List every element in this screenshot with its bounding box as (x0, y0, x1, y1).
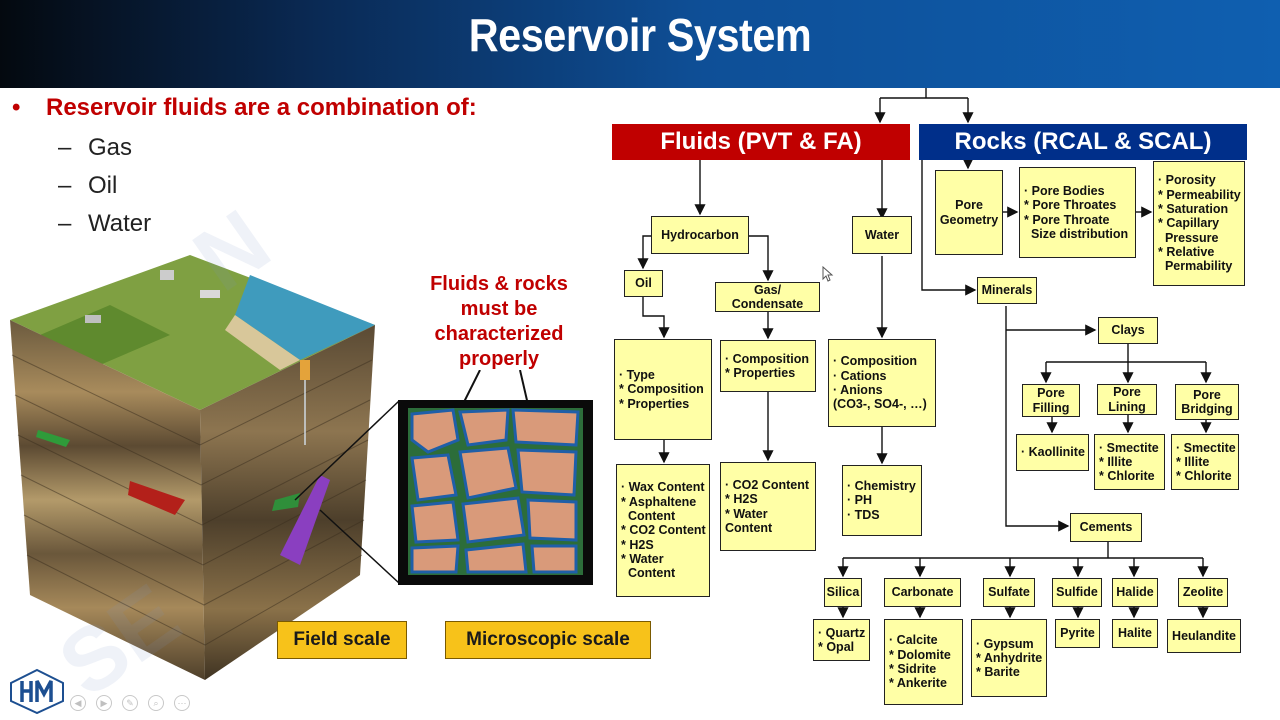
hydrocarbon-box: Hydrocarbon (651, 216, 749, 254)
zoom-icon[interactable]: ⌕ (148, 695, 164, 711)
more-options-icon[interactable]: ⋯ (174, 695, 190, 711)
presentation-toolbar: ◀ ▶ ✎ ⌕ ⋯ (70, 695, 190, 711)
kaolinite-box: · Kaollinite (1016, 434, 1089, 471)
oil-box: Oil (624, 270, 663, 297)
sulfate-minerals-box: · Gypsum * Anhydrite * Barite (971, 619, 1047, 697)
annotation-text: Fluids & rocks must be characterized pro… (430, 273, 568, 370)
rocks-header: Rocks (RCAL & SCAL) (919, 124, 1247, 160)
clays-box: Clays (1098, 317, 1158, 344)
dash-glyph: – (58, 210, 72, 237)
sub-item-oil: –Oil (58, 172, 117, 200)
sub-item-label: Oil (88, 172, 118, 199)
company-logo-icon (10, 668, 64, 714)
cements-box: Cements (1070, 513, 1142, 542)
next-slide-icon[interactable]: ▶ (96, 695, 112, 711)
sub-item-water: –Water (58, 210, 151, 238)
gas-condensate-box: Gas/ Condensate (715, 282, 820, 312)
sub-item-gas: –Gas (58, 134, 132, 162)
pore-filling-box: Pore Filling (1022, 384, 1080, 417)
main-bullet-text: Reservoir fluids are a combination of: (46, 94, 477, 121)
pore-bridging-minerals-box: · Smectite * Illite * Chlorite (1171, 434, 1239, 490)
fluids-header: Fluids (PVT & FA) (612, 124, 910, 160)
pen-icon[interactable]: ✎ (122, 695, 138, 711)
rock-properties-box: · Porosity * Permeability * Saturation *… (1153, 161, 1245, 286)
pyrite-box: Pyrite (1055, 619, 1100, 648)
pore-geometry-box: Pore Geometry (935, 170, 1003, 255)
field-scale-label: Field scale (277, 621, 407, 659)
title-bar: Reservoir System (0, 0, 1280, 88)
halide-box: Halide (1112, 578, 1158, 607)
main-bullet: • Reservoir fluids are a combination of: (12, 94, 477, 122)
pore-bodies-box: · Pore Bodies * Pore Throates * Pore Thr… (1019, 167, 1136, 258)
reservoir-cube-illustration (10, 255, 375, 680)
slide-title: Reservoir System (468, 9, 812, 61)
oil-properties-box: · Type * Composition * Properties (614, 339, 712, 440)
carbonate-minerals-box: · Calcite * Dolomite * Sidrite * Ankerit… (884, 619, 963, 705)
gas-content-box: · CO2 Content * H2S * Water Content (720, 462, 816, 551)
minerals-box: Minerals (977, 277, 1037, 304)
pore-lining-box: Pore Lining (1097, 384, 1157, 415)
water-box: Water (852, 216, 912, 254)
silica-minerals-box: · Quartz * Opal (813, 619, 870, 661)
pore-lining-minerals-box: · Smectite * Illite * Chlorite (1094, 434, 1165, 490)
bullet-symbol: • (12, 94, 21, 121)
sulfide-box: Sulfide (1052, 578, 1102, 607)
previous-slide-icon[interactable]: ◀ (70, 695, 86, 711)
water-composition-box: · Composition · Cations · Anions (CO3-, … (828, 339, 936, 427)
cursor-icon (822, 266, 834, 282)
sulfate-box: Sulfate (983, 578, 1035, 607)
pore-bridging-box: Pore Bridging (1175, 384, 1239, 420)
sub-item-label: Gas (88, 134, 133, 161)
silica-box: Silica (824, 578, 862, 607)
dash-glyph: – (58, 172, 72, 199)
heulandite-box: Heulandite (1167, 619, 1241, 653)
zeolite-box: Zeolite (1178, 578, 1228, 607)
gas-properties-box: · Composition * Properties (720, 340, 816, 392)
oil-content-box: · Wax Content * Asphaltene Content * CO2… (616, 464, 710, 597)
carbonate-box: Carbonate (884, 578, 961, 607)
halite-box: Halite (1112, 619, 1158, 648)
microscopic-scale-label: Microscopic scale (445, 621, 651, 659)
dash-glyph: – (58, 134, 72, 161)
sub-item-label: Water (88, 210, 152, 237)
microscopic-rock-image (398, 400, 593, 585)
water-chemistry-box: · Chemistry · PH · TDS (842, 465, 922, 536)
